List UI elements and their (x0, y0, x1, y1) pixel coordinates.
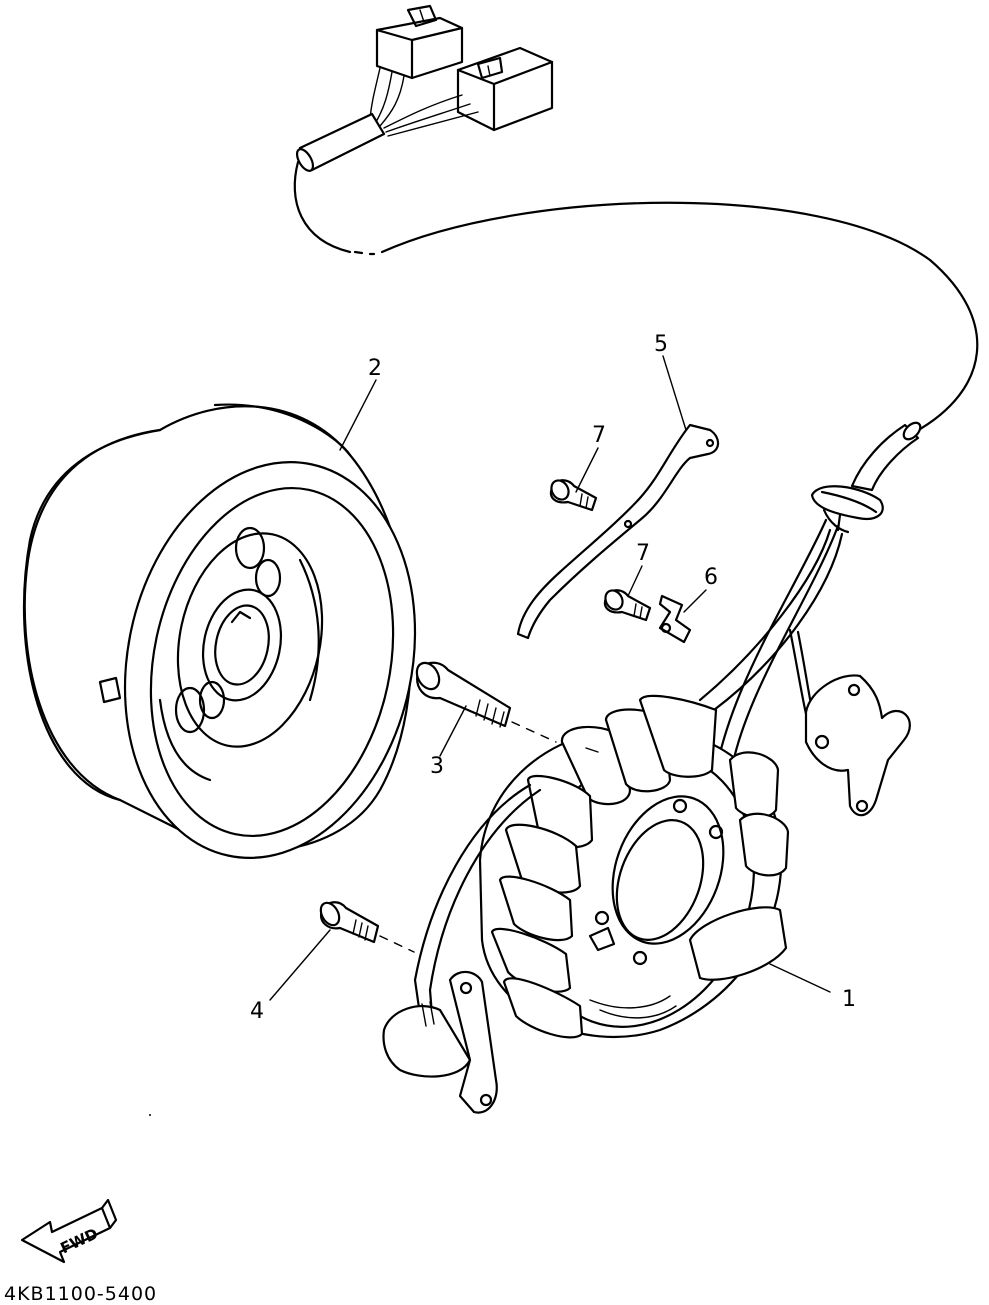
wire-clamp (516, 423, 720, 640)
leader-lines (269, 355, 831, 1001)
harness-connector-right (456, 46, 554, 132)
callout-5: 5 (654, 332, 668, 357)
callout-4: 4 (250, 999, 264, 1024)
pulser-coil (804, 674, 911, 817)
rotor-flywheel (22, 403, 417, 859)
clamp-screw-lower (603, 589, 652, 622)
cable-grommet (810, 485, 884, 534)
callout-2: 2 (368, 356, 382, 381)
rotor-bolt (415, 661, 512, 728)
diagram-code: 4KB1100-5400 (4, 1283, 157, 1305)
wire-harness (293, 4, 979, 492)
callout-6: 6 (704, 565, 718, 590)
clamp-screw-upper (549, 479, 598, 512)
callout-3: 3 (430, 754, 444, 779)
callout-1: 1 (842, 987, 856, 1012)
stator-screw (319, 901, 380, 944)
pickup-coil (382, 970, 498, 1114)
wire-clip (658, 594, 692, 644)
fwd-arrow-icon: FWD (20, 1198, 118, 1264)
harness-connector-left (375, 4, 464, 80)
callout-7-upper: 7 (592, 423, 606, 448)
callout-7-lower: 7 (636, 541, 650, 566)
stator-assembly (478, 694, 790, 1039)
